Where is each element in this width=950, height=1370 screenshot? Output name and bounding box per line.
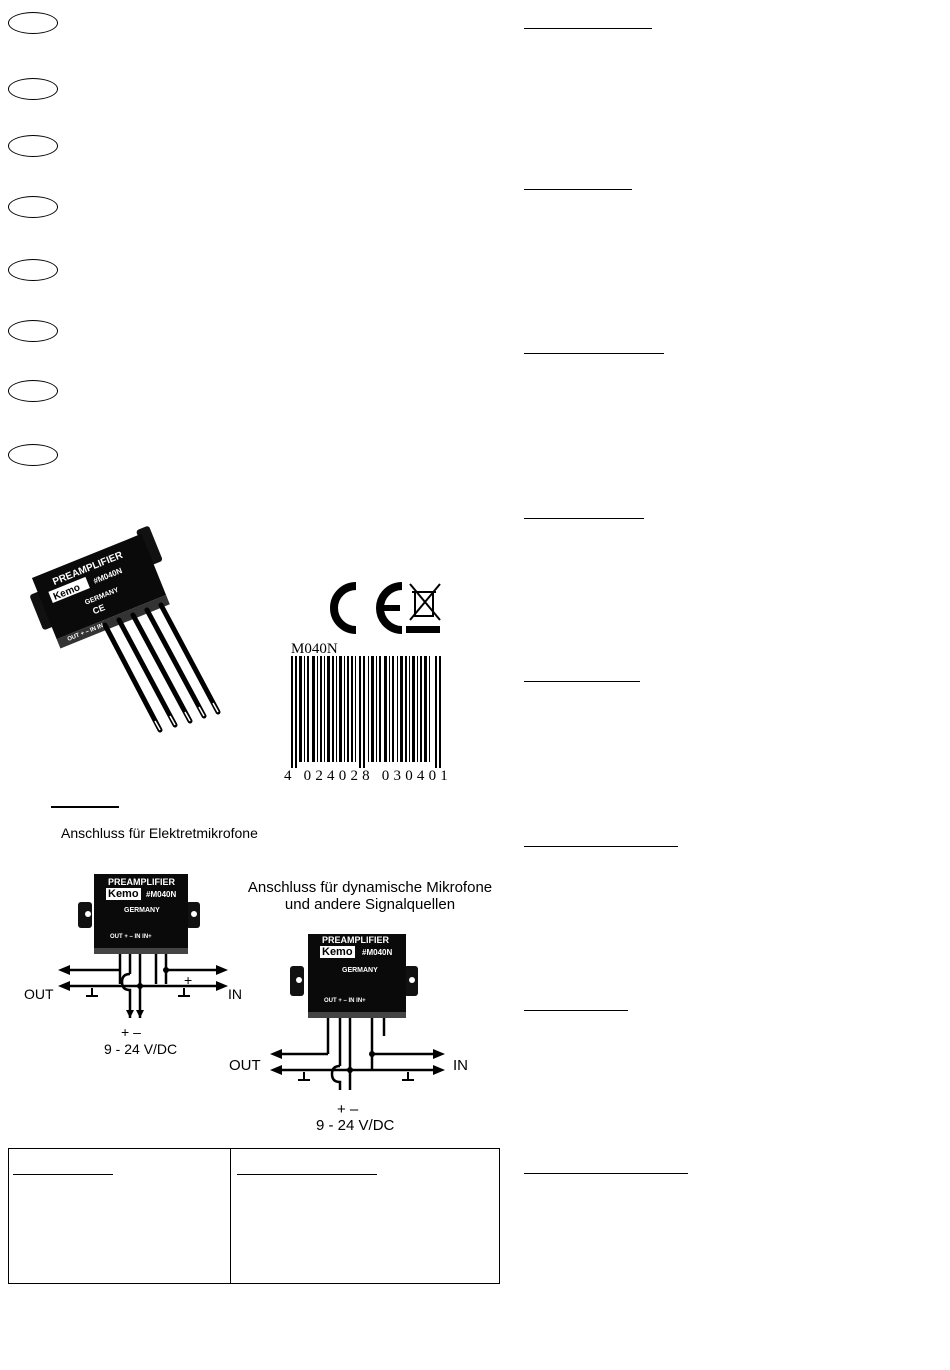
dynamic-module-pins: OUT + – IN IN+	[324, 998, 366, 1004]
electret-module-pins: OUT + – IN IN+	[110, 934, 152, 940]
section-heading-rule-5	[524, 681, 640, 682]
barcode-article: M040N	[291, 641, 338, 657]
bottom-info-box	[8, 1148, 500, 1284]
language-flag-6	[8, 320, 58, 342]
dynamic-module-article: #M040N	[362, 948, 393, 957]
electret-wiring-diagram	[58, 874, 228, 1018]
section-heading-rule-7	[524, 1010, 628, 1011]
svg-text:CE: CE	[91, 602, 106, 616]
language-flag-4	[8, 196, 58, 218]
language-flag-7	[8, 380, 58, 402]
section-heading-rule-3	[524, 353, 664, 354]
section-heading-rule-1	[524, 28, 652, 29]
language-flag-1	[8, 12, 58, 34]
section-heading-rule-4	[524, 518, 644, 519]
dynamic-module-title: PREAMPLIFIER	[322, 935, 390, 945]
dynamic-wiring-diagram	[270, 934, 445, 1090]
electret-out-label: OUT	[24, 986, 54, 1002]
dynamic-module-origin: GERMANY	[342, 967, 378, 974]
section-heading-rule-2	[524, 189, 632, 190]
barcode-digits: 4 024028 030401	[282, 768, 454, 785]
ce-weee-marks	[330, 582, 441, 634]
dynamic-caption-line1: Anschluss für dynamische Mikrofone	[247, 879, 493, 896]
electret-module-article: #M040N	[146, 890, 177, 899]
electret-in-label: IN	[228, 986, 242, 1002]
dynamic-supply-voltage: 9 - 24 V/DC	[316, 1117, 395, 1134]
electret-module-title: PREAMPLIFIER	[108, 877, 176, 887]
module-photo: PREAMPLIFIER Kemo #M040N GERMANY CE OUT …	[30, 526, 221, 733]
bottom-box-left-heading-rule	[13, 1174, 113, 1175]
dynamic-supply-polarity: + –	[337, 1101, 359, 1118]
dynamic-caption: Anschluss für dynamische Mikrofone und a…	[245, 879, 495, 913]
dynamic-in-label: IN	[453, 1057, 468, 1074]
electret-module-origin: GERMANY	[124, 907, 160, 914]
section-heading-rule-8	[524, 1173, 688, 1174]
electret-supply-polarity: + –	[121, 1024, 141, 1040]
barcode	[291, 656, 441, 774]
language-flag-3	[8, 135, 58, 157]
language-flag-2	[8, 78, 58, 100]
electret-module-brand: Kemo	[106, 888, 141, 900]
electret-caption: Anschluss für Elektretmikrofone	[61, 825, 258, 841]
diagram-heading-rule	[51, 806, 119, 808]
dynamic-out-label: OUT	[229, 1057, 261, 1074]
dynamic-module-brand: Kemo	[320, 946, 355, 958]
dynamic-caption-line2: und andere Signalquellen	[284, 896, 456, 913]
language-flag-8	[8, 444, 58, 466]
bottom-info-box-divider	[230, 1148, 231, 1284]
language-flag-5	[8, 259, 58, 281]
electret-supply-voltage: 9 - 24 V/DC	[104, 1041, 178, 1057]
section-heading-rule-6	[524, 846, 678, 847]
bottom-box-right-heading-rule	[237, 1174, 377, 1175]
electret-plus-label: +	[184, 972, 193, 988]
